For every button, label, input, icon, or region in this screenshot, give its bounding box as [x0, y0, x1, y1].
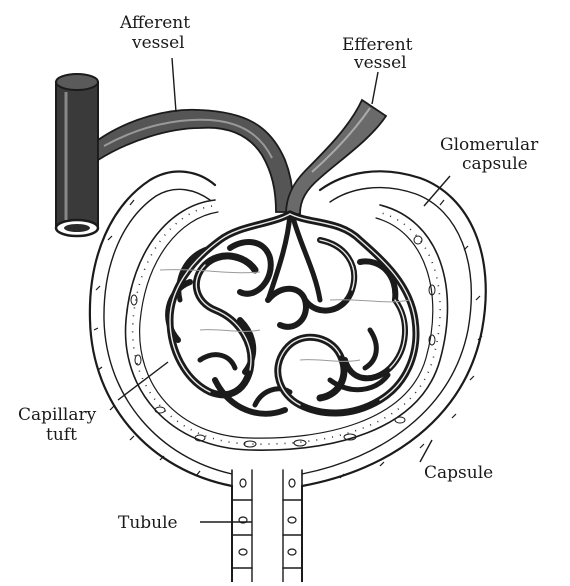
label-glomerular-line1: Glomerular	[440, 135, 539, 155]
tubule	[232, 470, 302, 582]
label-capillary-line1: Capillary	[18, 405, 97, 425]
capillary-tuft	[160, 214, 416, 414]
label-efferent-line2: vessel	[353, 53, 407, 73]
label-capillary-line2: tuft	[46, 425, 77, 445]
label-afferent-line2: vessel	[131, 33, 185, 53]
label-tubule: Tubule	[118, 513, 178, 533]
label-capsule: Capsule	[424, 463, 493, 483]
label-glomerular-line2: capsule	[462, 154, 528, 174]
label-afferent-line1: Afferent	[119, 13, 190, 33]
efferent-vessel	[286, 100, 386, 214]
label-efferent-line1: Efferent	[342, 35, 413, 55]
